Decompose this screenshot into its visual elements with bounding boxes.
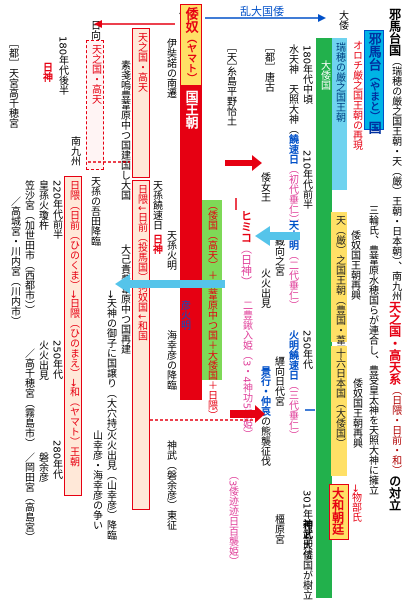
juroku-band-label: 十六日本国（大倭国） [333,348,345,448]
right-col2: 三輪氏、豊葦原水穂国らが連合し、豊受皇太神を天照大神に擁立 [366,205,378,495]
daiwa-band-label: 大倭国 [318,60,330,90]
hinokami2-label: 日神 [150,234,162,254]
hohodemi3-label: 彦火明 [178,300,190,330]
left-arrow-head [94,20,102,28]
miyazaki-label: ／高城宮・川内宮（川内市） [8,196,20,326]
hiruhiro-label: 糸島平野怡土 [224,66,236,126]
right-col3: 倭奴国王朝再興 [348,230,360,300]
hinokami-label: 日神 [40,62,52,82]
hikuma2-box [132,180,150,510]
top-label: 乱大国倭 [240,5,284,18]
yamatai-band-label: 瑞穂の厳之国王朝 [333,42,345,122]
wa-sub1: （倭国（高天）＋豊葦原中つ国＋大倭国＋日隈） [205,200,217,420]
yamatai-bottom: 和と大倭国が樹立 [300,520,312,600]
daiwa-label: 大倭 [336,10,348,30]
mid-place1: ［都］唐古 [262,42,274,92]
red-arrow-bottom [230,405,265,423]
iwarehiko-label: 磐余彦 [36,452,48,482]
mid-date2: 210年代前半 [300,150,312,210]
mid-date3: 250年代 [300,330,312,370]
ten-band-label: 天（厳）之国王朝（豊国・葦原中つ国） [333,215,345,395]
mid-miya1: 纒向日代宮 [272,356,284,406]
himiko-label: ヒミコ（日神） [239,210,253,287]
umisachi-label: 海幸彦の降臨 [164,330,176,390]
kousha-label: 皇孫火瓊杵 [36,180,48,230]
hohodemi-label: 火火出見 [36,340,48,380]
hikuma2-label: 日隈↓日前（投馬国）狗奴国↓和国 [135,184,147,341]
c220-label: 220年代前半 [50,180,62,240]
juroku-band [331,346,347,476]
mato-label: 大己貴豊葦原中つ国再建 [118,244,130,354]
sun-label: 日向 [88,20,100,40]
kuni2-label: →天神の御子に国譲り（大穴持） [104,290,116,439]
capital-label: ［都］天宮高千穂宮 [6,38,18,128]
mid-date5: 301年神武即位 [300,490,312,560]
mononobe-label: →物部氏 [349,484,361,523]
hikuma-label: 日隈（日前（ひのくま）→日隈（ひのまえ）→和（ヤマト）王朝 [67,180,79,467]
jinmu-east-label: 神武（磐余彦）東征 [164,440,176,530]
red-right-arrow [225,155,262,171]
takachiho2-label: ／高千穂宮（霧島市） [22,348,34,448]
cyan-arrow-2 [115,274,225,294]
mid-date1: 180年代中頃 [300,45,312,105]
toyo4-label: （3倭迹迹日百襲姫） [226,470,238,567]
yamato-box [329,484,349,540]
yamatai-sub: オロチ厳之国王朝の再現 [350,40,362,150]
tenchi-box [132,28,150,178]
amanokuni-label: 天之国・高天 [89,44,101,104]
toyo-label: 二豊鍬入姫（3・4神功5倭姫） [240,300,252,440]
huruhi-label: 火火出見（山幸彦）降臨 [104,430,116,540]
amanokuni-box [86,40,104,170]
yamatai-title: 邪馬台（やまと）国 [365,32,381,134]
mid-hoshi: 火火出見 [258,268,270,308]
mid-kumo: 藏向之宮 [272,236,284,276]
wa-title-tail: 国王朝 [182,90,198,129]
nigihaya-label: 天孫饒速日 [150,180,162,230]
wa-title: 倭奴（ヤマト） [182,7,198,83]
c250-label: 250年代 [50,340,62,380]
wa-band-red [180,86,202,400]
c180-label: 180年代後半 [56,36,68,96]
yamato-label: 大和朝廷 [330,487,345,535]
tenchi-label: 天之国・高天 [135,32,147,92]
wa-title-box [180,4,202,86]
saigoku-label: 倭奴国王朝再興 [350,378,362,448]
mid-wanyo: 倭女王 [258,172,270,202]
mid-hoakari: 火明饒速日（三代垂仁） [286,330,298,440]
mid-amaterasu: 天照大神（饒速日（初代垂仁）） [286,84,298,229]
taka-label: 天孫火明 [164,230,176,270]
mid-keiko: 景行・仲哀の熊襲征伐 [258,366,270,466]
kasanui-label: 笠沙宮（加世田市（西都市）） [22,180,34,315]
mid-miya2: 橿原宮 [272,514,284,544]
yamatai-title-box [364,30,384,130]
hikuma-box [64,176,82,496]
ten-band [331,212,347,342]
ishi-label: 伊奘諾の南遷 [164,38,176,98]
minami-label: 南九州 [68,136,80,166]
top-arrow-head [318,14,326,22]
yamatai-band [331,38,347,190]
wa-sub2: ［天］ [224,42,236,72]
yamasachi-label: 山幸彦・海幸彦の争い [90,430,102,530]
daiwa-band [316,38,332,598]
c280-label: 280年代 [50,440,62,480]
cyan-arrow-1 [255,226,300,246]
okamizu-label: ／岡田宮（高島宮） [22,452,34,542]
mikoto1-label: 素戔嗚豊葦原中つ国建国し大国 [118,60,130,200]
wa-band-green [202,200,222,380]
mid-suiten: 水天神 [286,44,298,74]
right-title: 邪馬台国（瑞穂の厳之国王朝・天（厳）王朝・日本朝）、南九州天之国・高天系（日隈・… [387,8,402,511]
yamato-takeru: 天孫の吾田降臨 [88,176,100,246]
